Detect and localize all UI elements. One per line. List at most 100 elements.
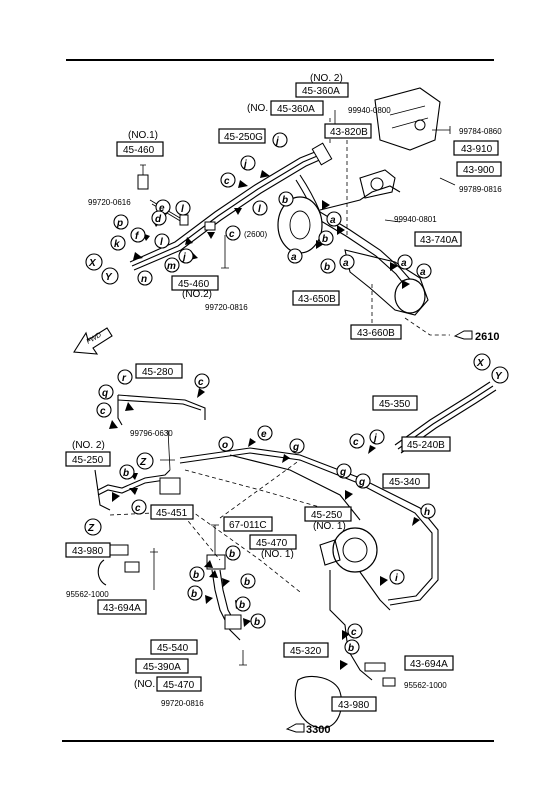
- box-43-900: 43-900: [456, 161, 502, 177]
- svg-text:g: g: [339, 467, 346, 478]
- callout-j-2: j: [240, 155, 256, 171]
- box-45-350: 45-350: [372, 395, 418, 411]
- svg-text:45-451: 45-451: [156, 508, 188, 519]
- svg-text:d: d: [155, 214, 162, 225]
- svg-text:Z: Z: [139, 457, 147, 468]
- svg-text:45-470: 45-470: [163, 680, 195, 691]
- pn-99784-0860: 99784-0860: [459, 127, 502, 136]
- svg-text:b: b: [348, 643, 354, 654]
- box-45-451: 45-451: [150, 504, 194, 520]
- svg-text:g: g: [292, 442, 299, 453]
- svg-text:b: b: [193, 570, 199, 581]
- box-45-470-top: 45-470: [249, 534, 297, 550]
- svg-text:c: c: [353, 437, 359, 448]
- callout-y-1: Y: [101, 267, 119, 285]
- callout-a-3: a: [339, 254, 355, 270]
- box-43-660B: 43-660B: [350, 324, 402, 340]
- svg-text:r: r: [122, 373, 127, 384]
- pn-99789-0816: 99789-0816: [459, 185, 502, 194]
- svg-text:Y: Y: [105, 272, 113, 283]
- callout-l-1: l: [252, 200, 268, 216]
- svg-text:l: l: [181, 204, 184, 215]
- svg-text:c: c: [351, 627, 357, 638]
- box-43-820B: 43-820B: [324, 123, 372, 139]
- svg-text:n: n: [141, 274, 147, 285]
- fwd-arrow: FWD: [73, 327, 113, 355]
- callout-b-8: b: [187, 585, 203, 601]
- box-45-360A-no2: 45-360A: [295, 82, 349, 98]
- svg-text:45-340: 45-340: [389, 477, 421, 488]
- svg-text:45-460: 45-460: [123, 145, 155, 156]
- box-43-910: 43-910: [453, 140, 499, 156]
- box-43-694A-right: 43-694A: [404, 655, 454, 671]
- callout-z-2: Z: [84, 518, 102, 536]
- svg-text:45-460: 45-460: [178, 279, 210, 290]
- svg-text:43-660B: 43-660B: [357, 328, 395, 339]
- svg-text:a: a: [343, 258, 349, 269]
- svg-text:45-350: 45-350: [379, 399, 411, 410]
- svg-text:i: i: [395, 573, 398, 584]
- callout-b-1: b: [278, 191, 294, 207]
- callout-j-4: j: [369, 429, 385, 445]
- svg-text:45-540: 45-540: [157, 643, 189, 654]
- svg-text:43-694A: 43-694A: [103, 603, 141, 614]
- box-45-250-mid: 45-250: [304, 506, 352, 522]
- box-45-250G: 45-250G: [218, 128, 266, 144]
- svg-text:b: b: [191, 589, 197, 600]
- callout-b-10: b: [250, 613, 266, 629]
- callout-g-3: g: [355, 473, 371, 489]
- svg-text:b: b: [123, 468, 129, 479]
- pn-2600: (2600): [244, 230, 267, 239]
- svg-text:p: p: [116, 218, 123, 229]
- callout-d: d: [151, 210, 167, 226]
- callout-b-5: b: [225, 545, 241, 561]
- callout-a-5: a: [416, 263, 432, 279]
- svg-text:Y: Y: [495, 371, 503, 382]
- callout-j-3: j: [178, 248, 194, 264]
- svg-text:c: c: [229, 229, 235, 240]
- callout-i: i: [389, 569, 405, 585]
- box-45-540: 45-540: [150, 639, 198, 655]
- callout-x-1: X: [85, 253, 103, 271]
- callout-x-2: X: [473, 353, 491, 371]
- callout-p: p: [113, 214, 129, 230]
- callout-b-11: b: [344, 639, 360, 655]
- callout-c-7: c: [347, 623, 363, 639]
- callout-c-2: c: [225, 225, 241, 241]
- svg-text:45-250G: 45-250G: [224, 132, 263, 143]
- svg-text:b: b: [239, 600, 245, 611]
- svg-text:Z: Z: [87, 523, 95, 534]
- label-no2-460: (NO.2): [182, 289, 212, 300]
- label-no1-250: (NO. 1): [313, 521, 346, 532]
- callout-a-1: a: [326, 211, 342, 227]
- svg-text:c: c: [198, 377, 204, 388]
- svg-text:b: b: [229, 549, 235, 560]
- svg-text:e: e: [159, 203, 165, 214]
- svg-text:43-900: 43-900: [463, 165, 495, 176]
- svg-text:f: f: [135, 231, 140, 242]
- svg-text:b: b: [254, 617, 260, 628]
- svg-text:45-250: 45-250: [311, 510, 343, 521]
- box-43-980-right: 43-980: [331, 696, 377, 712]
- callout-j-1: j: [272, 132, 288, 148]
- box-45-340: 45-340: [382, 473, 430, 489]
- label-no1-470: (NO. 1): [261, 549, 294, 560]
- svg-text:l: l: [160, 237, 163, 248]
- svg-text:45-240B: 45-240B: [407, 440, 445, 451]
- callout-b-6: b: [189, 566, 205, 582]
- callout-z-1: Z: [136, 452, 154, 470]
- svg-text:43-980: 43-980: [338, 700, 370, 711]
- svg-text:43-694A: 43-694A: [410, 659, 448, 670]
- svg-text:q: q: [102, 388, 108, 399]
- pn-99796-0630: 99796-0630: [130, 429, 173, 438]
- callout-c-1: c: [220, 172, 236, 188]
- svg-text:43-980: 43-980: [72, 546, 104, 557]
- callout-g-1: g: [289, 438, 305, 454]
- box-43-740A: 43-740A: [414, 231, 462, 247]
- box-45-250-left: 45-250: [65, 451, 111, 467]
- callout-y-2: Y: [491, 366, 509, 384]
- box-45-280: 45-280: [135, 363, 183, 379]
- callout-b-2: b: [318, 230, 334, 246]
- callout-k: k: [110, 235, 126, 251]
